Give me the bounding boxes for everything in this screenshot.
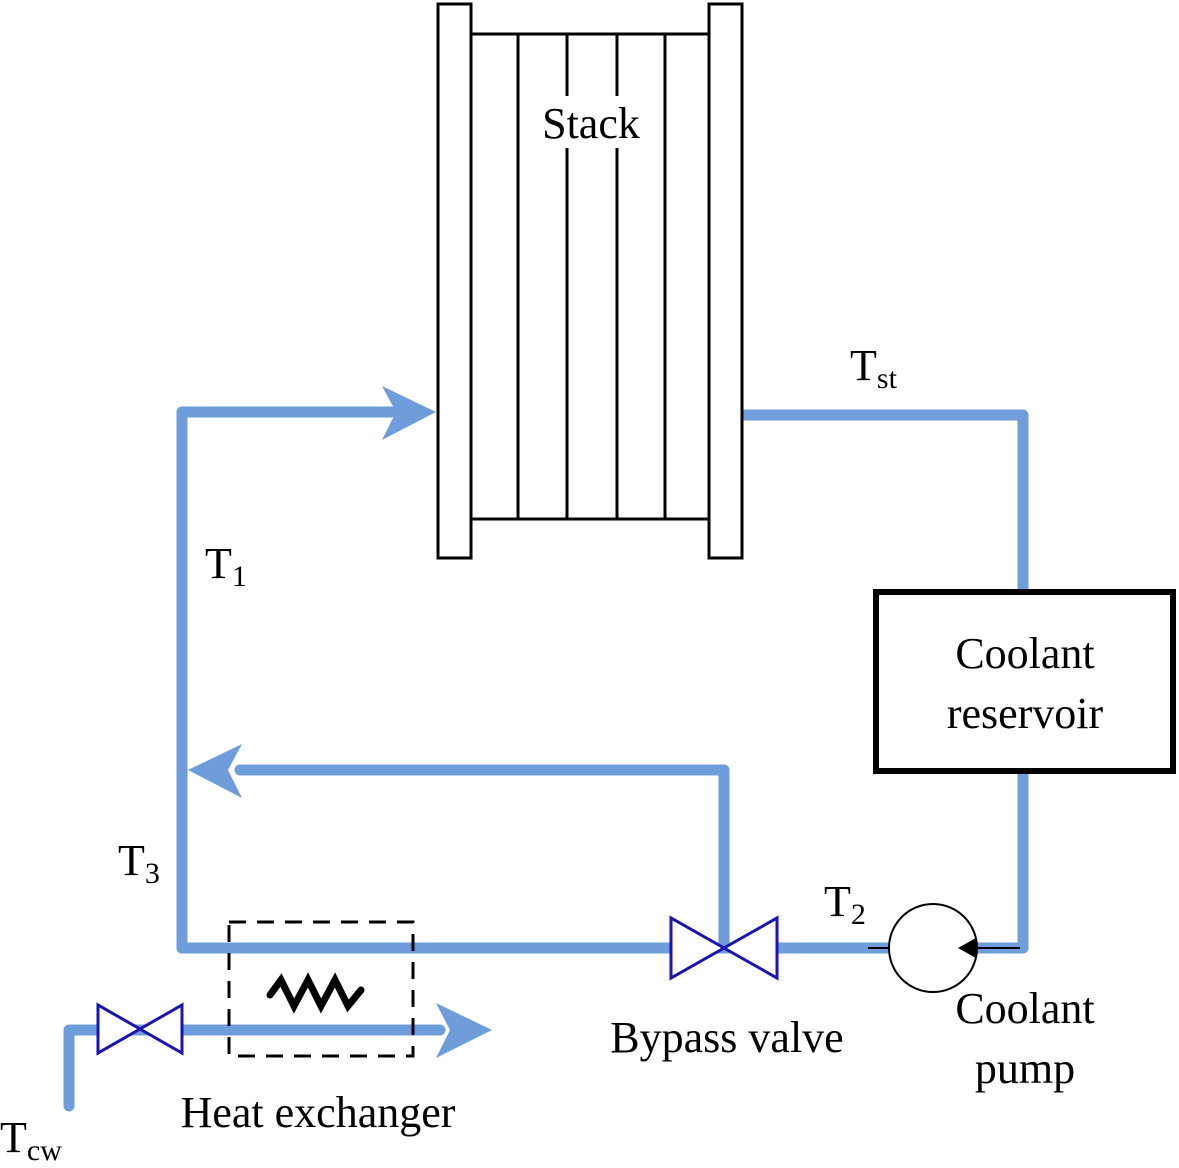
stack-label-bg xyxy=(532,96,650,148)
bypass-valve xyxy=(669,915,779,981)
temp-label-t3: T3 xyxy=(118,836,160,890)
pump-icon xyxy=(868,903,1020,993)
flow-arrow-icon xyxy=(436,1003,492,1058)
temp-label-t1: T1 xyxy=(205,539,247,593)
flow-arrow-icon xyxy=(188,744,242,798)
temp-label-t2: T2 xyxy=(824,877,866,931)
heater-coil-icon xyxy=(266,972,365,1014)
pump-label-line2: pump xyxy=(975,1044,1075,1093)
pipe-cooling-water xyxy=(63,1024,446,1112)
temp-label-tst: Tst xyxy=(850,341,898,395)
stack xyxy=(436,2,744,560)
coolant-reservoir xyxy=(873,589,1176,774)
reservoir-label-line1: Coolant xyxy=(955,629,1094,678)
cooling-water-valve xyxy=(96,1002,184,1056)
stack-end-plate-left xyxy=(436,2,473,560)
flow-arrow-icon xyxy=(382,386,436,440)
pipe-bypass xyxy=(234,764,730,954)
pipe-stack-outlet xyxy=(736,409,1029,596)
heat-exchanger xyxy=(227,920,415,1058)
heat-exchanger-label: Heat exchanger xyxy=(181,1088,456,1137)
temp-label-tcw: Tcw xyxy=(0,1113,62,1167)
stack-label: Stack xyxy=(542,99,640,148)
bypass-valve-label: Bypass valve xyxy=(610,1013,843,1062)
pipe-inlet-loop xyxy=(176,406,398,954)
pump-label-line1: Coolant xyxy=(955,984,1094,1033)
reservoir-label-line2: reservoir xyxy=(947,689,1104,738)
stack-end-plate-right xyxy=(707,2,744,560)
